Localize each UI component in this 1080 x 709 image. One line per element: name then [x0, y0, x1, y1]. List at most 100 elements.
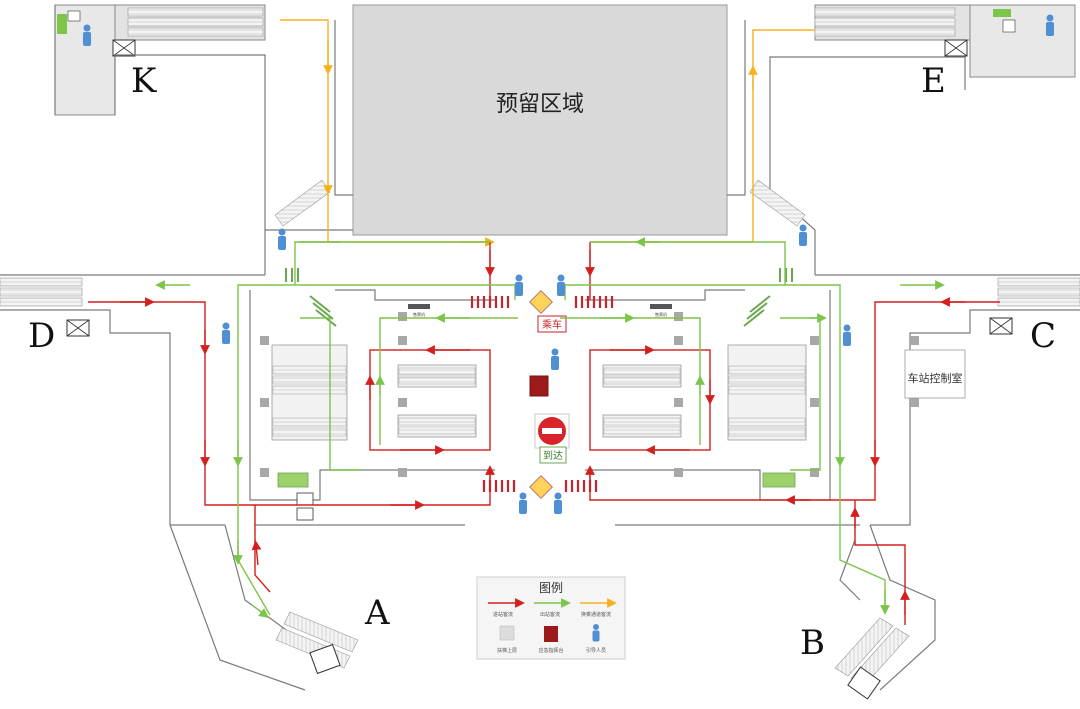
ticket-machine-left — [408, 304, 430, 309]
escalator-icon — [0, 287, 83, 297]
ticket-machine-right — [650, 304, 672, 309]
entrance-a-escalators — [275, 611, 359, 675]
fare-gates — [277, 268, 796, 492]
elevator-icon — [309, 643, 341, 675]
legend-escalator-label: 扶梯上层 — [497, 647, 517, 654]
entrance-d-escalators — [0, 277, 90, 337]
escalator-icon — [834, 617, 894, 677]
escalator-icon — [272, 375, 347, 385]
toilet-icon — [296, 507, 314, 521]
person-icon — [843, 324, 851, 346]
gate-icon — [57, 14, 67, 34]
station-control-room-label: 车站控制室 — [908, 371, 963, 385]
entrance-b-escalators — [834, 617, 910, 700]
escalator-icon — [603, 376, 681, 385]
gate-icon — [309, 295, 771, 327]
boarding-sign-label: 乘车 — [542, 318, 562, 331]
station-control-room — [904, 349, 966, 399]
escalator-icon — [814, 17, 956, 27]
elevator-icon — [847, 666, 881, 700]
escalator-icon — [398, 417, 476, 426]
right-platform-stairs — [602, 344, 807, 441]
escalator-icon — [0, 277, 83, 287]
staff-figures — [83, 14, 1054, 514]
toilet-icon — [296, 492, 314, 506]
legend-command-desk-swatch — [544, 626, 558, 642]
escalator-icon — [272, 365, 347, 375]
person-icon — [278, 228, 286, 250]
gate-icon — [285, 268, 793, 282]
arrival-sign-label: 到达 — [543, 450, 563, 462]
left-platform-stairs — [271, 344, 477, 441]
escalator-icon — [603, 417, 681, 426]
entry-flow — [88, 242, 1000, 625]
legend-entry-flow-label: 进站客流 — [493, 611, 513, 618]
escalator-icon — [398, 376, 476, 385]
entrance-e-structure — [814, 4, 1076, 78]
person-icon — [551, 348, 559, 370]
person-icon — [519, 492, 527, 514]
legend-transfer-flow-label: 换乘通道客流 — [581, 611, 611, 618]
entrance-label-k: K — [131, 61, 157, 101]
toilet-icon — [1002, 19, 1016, 33]
emergency-command-desk — [529, 375, 549, 397]
legend-title: 图例 — [539, 581, 563, 595]
gate-icon — [762, 472, 796, 488]
entrance-c-escalators — [989, 277, 1080, 335]
escalator-icon — [728, 375, 806, 385]
person-icon — [83, 24, 91, 46]
escalator-icon — [997, 277, 1080, 287]
legend-escalator-swatch — [499, 625, 515, 641]
escalator-icon — [728, 365, 806, 375]
entrance-label-a: A — [364, 593, 390, 633]
person-icon — [515, 274, 523, 296]
gate-icon — [482, 480, 516, 492]
escalator-icon — [127, 17, 264, 27]
entrance-label-d: D — [28, 316, 55, 356]
person-icon — [554, 492, 562, 514]
ticket-machine-left-label: 售票机 — [413, 311, 425, 317]
escalator-icon — [749, 179, 806, 227]
person-icon — [222, 322, 230, 344]
escalator-icon — [127, 27, 264, 37]
ticket-machine-right-label: 售票机 — [655, 311, 667, 317]
person-icon — [557, 274, 565, 296]
legend-staff-label: 引导人员 — [586, 647, 606, 654]
gate-icon — [277, 472, 309, 488]
escalator-icon — [283, 611, 359, 653]
person-icon — [1046, 14, 1054, 36]
escalator-icon — [272, 385, 347, 395]
legend: 图例 进站客流 出站客流 换乘通道客流 扶梯上层 应急指挥台 引导人员 — [476, 576, 626, 660]
escalator-icon — [603, 426, 681, 435]
person-icon — [799, 224, 807, 246]
boarding-sign — [537, 315, 567, 333]
gate-icon — [564, 480, 598, 492]
info-point-icon — [528, 289, 554, 315]
escalator-icon — [272, 427, 347, 437]
reserved-area-label: 预留区域 — [496, 92, 584, 117]
entrance-label-b: B — [800, 623, 825, 663]
escalator-icon — [127, 7, 264, 17]
escalator-icon — [272, 417, 347, 427]
entrance-k-structure — [54, 4, 266, 116]
escalator-icon — [274, 179, 331, 227]
legend-exit-flow-label: 出站客流 — [540, 611, 560, 618]
hall-walls — [0, 5, 1080, 691]
escalator-icon — [603, 367, 681, 376]
diagonal-escalators — [274, 179, 806, 227]
escalator-icon — [398, 426, 476, 435]
gate-icon — [574, 296, 614, 308]
reserved-area — [352, 4, 728, 236]
entrance-label-c: C — [1030, 316, 1056, 356]
escalator-icon — [814, 27, 956, 37]
toilet-icon — [67, 10, 81, 22]
escalator-icon — [398, 367, 476, 376]
entrance-label-e: E — [921, 61, 946, 101]
escalator-icon — [728, 385, 806, 395]
legend-command-desk-label: 应急指挥台 — [538, 647, 563, 654]
arrival-sign — [539, 446, 567, 464]
person-icon — [592, 624, 600, 642]
ticket-machines: 售票机 售票机 — [408, 304, 672, 317]
